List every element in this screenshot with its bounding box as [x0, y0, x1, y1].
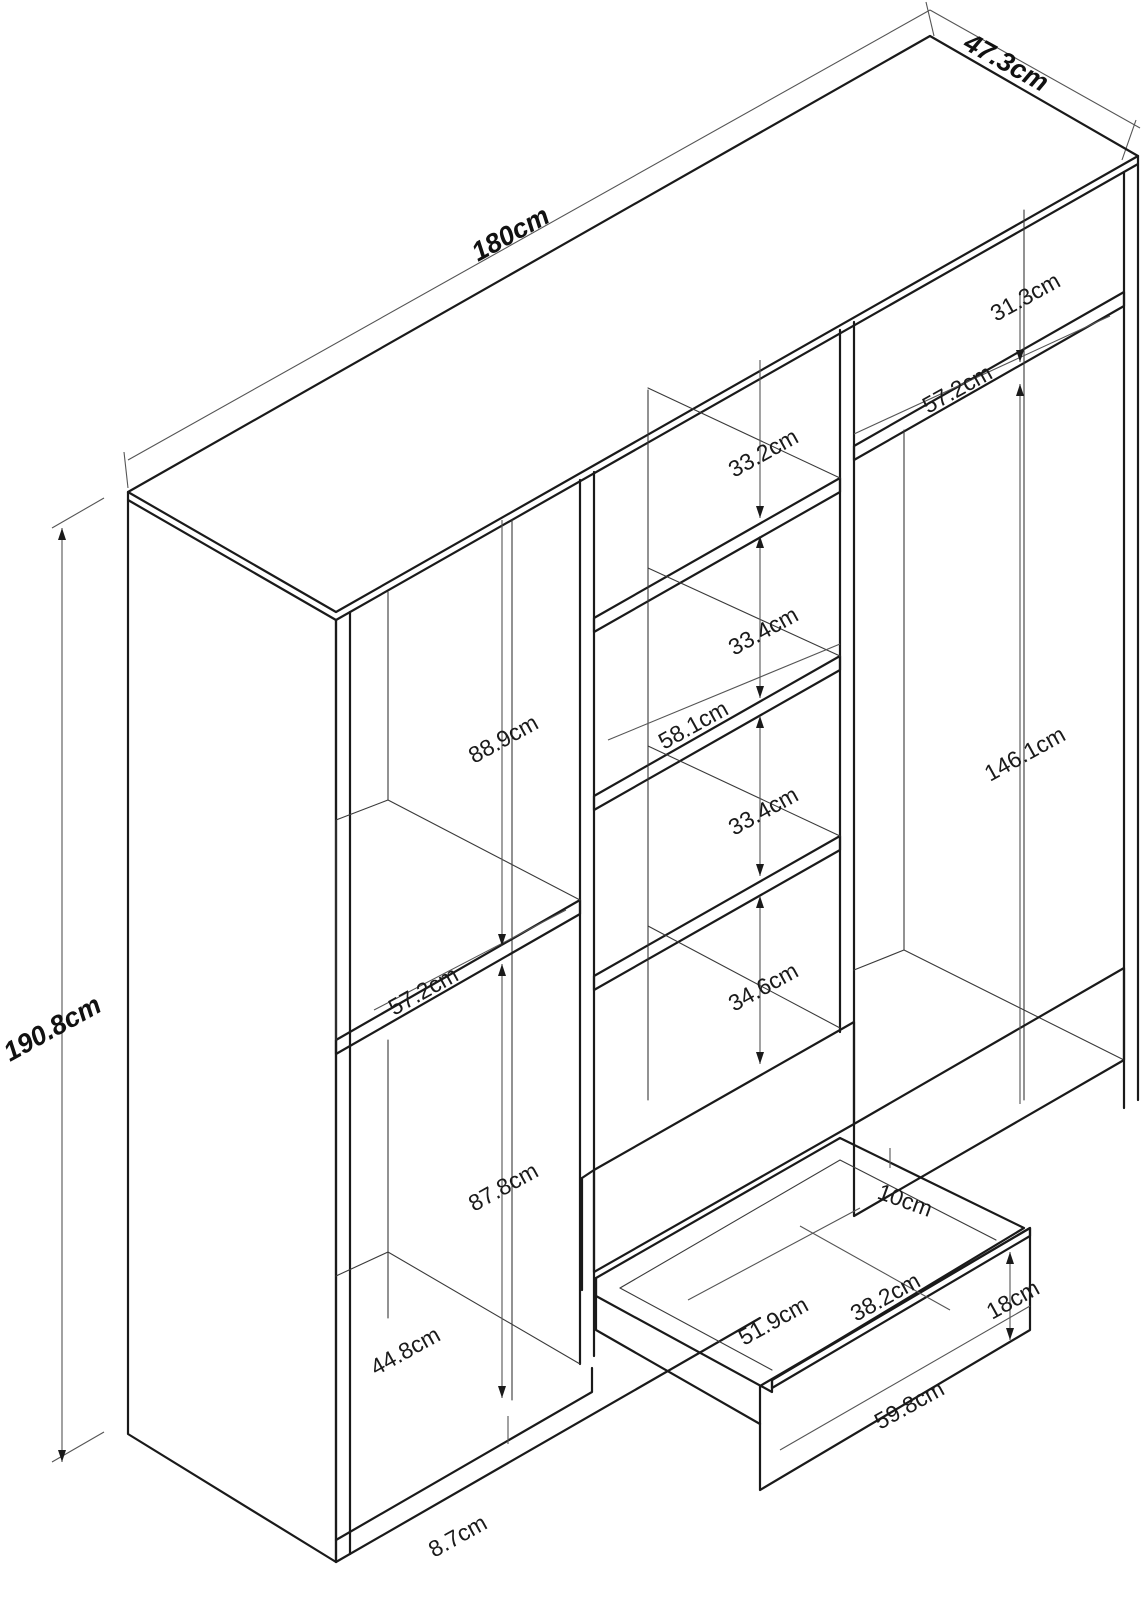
label-middle-cube-1: 33.2cm [724, 423, 803, 482]
label-plinth: 8.7cm [424, 1509, 491, 1562]
label-left-bottom-depth: 44.8cm [366, 1321, 445, 1380]
label-middle-cube-2: 33.4cm [724, 601, 803, 660]
label-left-lower: 87.8cm [464, 1157, 543, 1216]
label-drawer-inner-width: 51.9cm [734, 1291, 813, 1350]
label-middle-cube-4: 34.6cm [724, 957, 803, 1016]
label-drawer-front-width: 59.8cm [870, 1375, 949, 1434]
overall-dimension-lines [51, 1, 1141, 1463]
label-middle-cube-3: 33.4cm [724, 781, 803, 840]
dimension-labels: 180cm 47.3cm 190.8cm 31.3cm 57.2cm 146.1… [0, 27, 1070, 1563]
dimension-arrows [58, 292, 1111, 1462]
label-height: 190.8cm [0, 989, 106, 1067]
label-depth: 47.3cm [958, 27, 1054, 98]
right-compartment [852, 209, 1126, 1218]
label-left-shelf-depth: 57.2cm [384, 961, 463, 1020]
label-left-upper: 88.9cm [464, 709, 543, 768]
left-compartment [334, 470, 596, 1401]
label-drawer-front-height: 18cm [982, 1274, 1044, 1324]
middle-compartment [580, 320, 856, 1292]
label-right-shelf-depth: 57.2cm [918, 359, 997, 418]
label-right-hanging: 146.1cm [980, 721, 1070, 787]
cabinet-body [126, 34, 1140, 1564]
label-drawer-inner-height: 10cm [874, 1178, 936, 1222]
label-right-top-gap: 31.3cm [986, 267, 1065, 326]
open-drawer [594, 1136, 1032, 1492]
